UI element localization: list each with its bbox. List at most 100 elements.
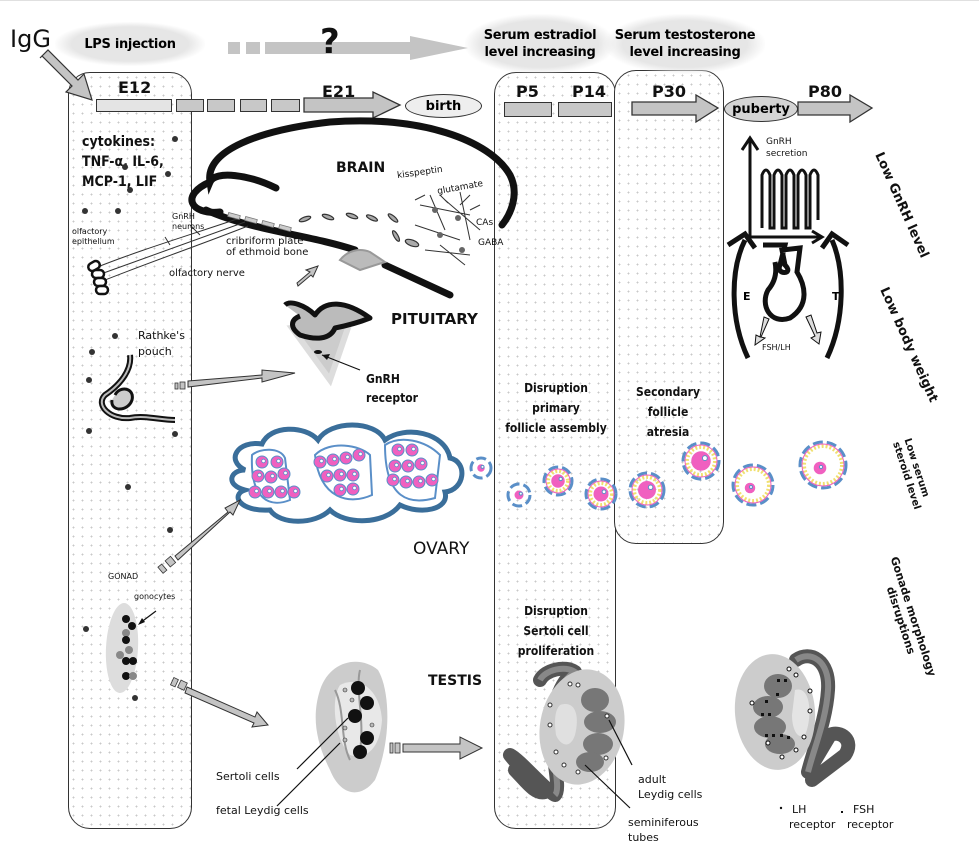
fetal-leydig-label: fetal Leydig cells bbox=[216, 804, 309, 817]
follicle bbox=[542, 465, 574, 497]
primordial-oocyte bbox=[326, 453, 340, 467]
gonocyte bbox=[116, 651, 124, 659]
migrating-neuron bbox=[387, 213, 399, 223]
cytokine-dot bbox=[172, 431, 178, 437]
migrating-neuron bbox=[365, 214, 379, 222]
lh-line2: receptor bbox=[789, 818, 836, 831]
gonocyte bbox=[128, 622, 136, 630]
testosterone-line1: Serum testosterone bbox=[614, 28, 756, 43]
primordial-oocyte bbox=[274, 485, 288, 499]
cytokine-dot bbox=[86, 428, 92, 434]
tick-e21: E21 bbox=[322, 82, 356, 101]
testosterone-burst: Serum testosterone level increasing bbox=[605, 14, 765, 74]
follicle bbox=[798, 440, 848, 490]
rathke-line2: pouch bbox=[138, 345, 172, 358]
gonocyte bbox=[122, 636, 130, 644]
atresia-line2: follicle bbox=[647, 405, 689, 419]
cytokine-dot bbox=[112, 333, 118, 339]
cytokine-dot bbox=[165, 171, 171, 177]
gnrh-secretion-line2: secretion bbox=[766, 149, 808, 159]
primordial-oocyte bbox=[405, 443, 419, 457]
olfactory-nerve-label: olfactory nerve bbox=[169, 268, 245, 279]
testis-disruption-label: Disruption Sertoli cell proliferation bbox=[494, 601, 618, 661]
primordial-oocyte bbox=[264, 470, 278, 484]
primordial-oocyte bbox=[346, 482, 360, 496]
cytokine-dot bbox=[125, 484, 131, 490]
gnrh-neurons-label: GnRH neurons bbox=[172, 212, 204, 232]
primordial-oocyte bbox=[320, 469, 334, 483]
lh-line1: LH bbox=[792, 803, 807, 816]
migrating-neuron bbox=[321, 213, 335, 221]
cas-label: CAs bbox=[476, 218, 494, 228]
primordial-oocyte bbox=[386, 473, 400, 487]
testosterone-t-label: T bbox=[832, 290, 840, 303]
question-mark: ? bbox=[320, 22, 340, 62]
primordial-oocyte bbox=[399, 475, 413, 489]
migrating-neuron bbox=[391, 230, 401, 242]
primordial-oocyte bbox=[251, 469, 265, 483]
column-p30 bbox=[614, 70, 724, 544]
olfactory-line1: olfactory bbox=[72, 227, 108, 236]
primordial-oocyte bbox=[339, 451, 353, 465]
timeline-bar-segment bbox=[271, 99, 300, 112]
testosterone-line2: level increasing bbox=[629, 45, 741, 60]
timeline-bar-p14 bbox=[558, 102, 612, 117]
primordial-oocyte bbox=[333, 468, 347, 482]
sertoli-cluster bbox=[353, 745, 367, 759]
gonocyte bbox=[122, 615, 130, 623]
adult-leydig-line2: Leydig cells bbox=[638, 788, 703, 801]
question-arrow-body bbox=[265, 36, 468, 60]
dash-segment bbox=[228, 42, 240, 54]
testis-disruption-line1: Disruption bbox=[524, 604, 588, 618]
gnrh-receptor-line1: GnRH bbox=[366, 372, 400, 386]
cytokine-dot bbox=[167, 527, 173, 533]
primordial-oocyte bbox=[248, 485, 262, 499]
seminiferous-line2: tubes bbox=[628, 831, 659, 844]
follicle bbox=[731, 463, 775, 507]
estradiol-line2: level increasing bbox=[484, 45, 596, 60]
testis-disruption-line3: proliferation bbox=[517, 644, 595, 658]
migrating-neuron bbox=[345, 212, 359, 220]
fsh-lh-label: FSH/LH bbox=[762, 343, 791, 352]
estrogen-e-label: E bbox=[743, 290, 751, 303]
tick-p80: P80 bbox=[808, 82, 842, 101]
cytokine-dot bbox=[82, 208, 88, 214]
follicle bbox=[628, 471, 666, 509]
timeline-bar-p5 bbox=[504, 102, 552, 117]
primordial-oocyte bbox=[412, 475, 426, 489]
cribriform-line2: of ethmoid bone bbox=[226, 247, 309, 258]
testis-title: TESTIS bbox=[428, 673, 483, 689]
primordial-oocyte bbox=[287, 485, 301, 499]
timeline-bar-segment bbox=[240, 99, 267, 112]
gonocyte bbox=[125, 646, 133, 654]
sertoli-cluster bbox=[348, 709, 362, 723]
sertoli-cells-label: Sertoli cells bbox=[216, 770, 280, 783]
cytokines-label: cytokines: TNF-α, IL-6, MCP-1, LIF bbox=[82, 132, 164, 192]
tick-p14: P14 bbox=[572, 82, 606, 101]
cytokine-dot bbox=[115, 208, 121, 214]
fsh-line1: FSH bbox=[853, 803, 875, 816]
fsh-line2: receptor bbox=[847, 818, 894, 831]
gaba-label: GABA bbox=[478, 238, 504, 248]
ovary-title: OVARY bbox=[413, 539, 470, 559]
follicle bbox=[506, 482, 532, 508]
cytokines-line1: cytokines: bbox=[82, 134, 156, 150]
gonocyte bbox=[122, 629, 130, 637]
tick-e12: E12 bbox=[118, 78, 152, 97]
estradiol-line1: Serum estradiol bbox=[483, 28, 597, 43]
olfactory-line2: epithelium bbox=[72, 237, 115, 246]
ovary-disruption-line3: follicle assembly bbox=[505, 421, 607, 435]
gnrh-receptor-line2: receptor bbox=[366, 391, 419, 405]
birth-oval: birth bbox=[405, 94, 482, 118]
top-border bbox=[0, 0, 979, 1]
testis-disruption-line2: Sertoli cell bbox=[523, 624, 589, 638]
primordial-oocyte bbox=[270, 455, 284, 469]
migrating-neuron bbox=[298, 215, 312, 223]
